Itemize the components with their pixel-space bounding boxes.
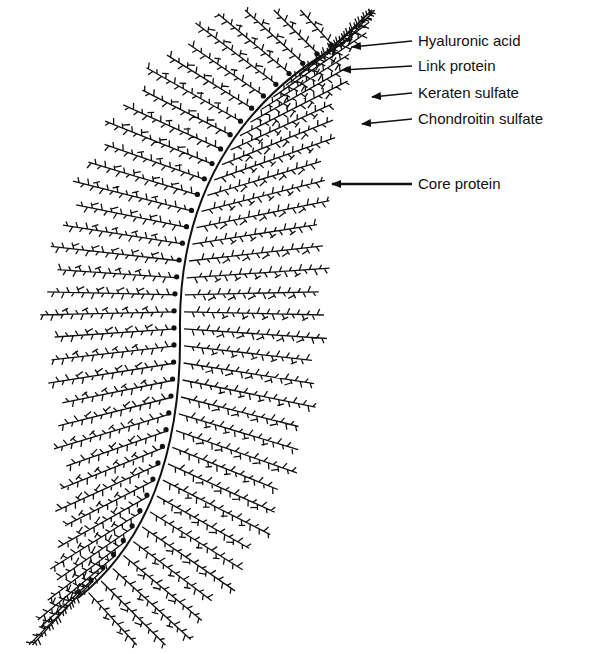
link-protein-dot	[166, 410, 171, 415]
core-protein-chain	[142, 86, 232, 136]
core-protein-chain	[26, 581, 93, 646]
core-protein-chain	[40, 306, 176, 320]
link-protein-dot	[163, 427, 168, 432]
link-protein-dot	[89, 577, 94, 582]
link-protein-dot	[144, 493, 149, 498]
core-protein-chain	[105, 118, 214, 165]
link-protein-dot	[100, 565, 105, 570]
core-protein-chain	[202, 177, 325, 214]
core-protein-chain	[183, 379, 317, 412]
link-protein-dot	[130, 523, 135, 528]
core-protein-chain	[63, 222, 184, 247]
link-protein-dot	[249, 106, 254, 111]
core-protein-chain	[167, 51, 254, 109]
core-protein-chain	[189, 243, 323, 265]
link-protein-dot	[170, 376, 175, 381]
link-protein-dot	[180, 241, 185, 246]
core-protein-chain	[207, 159, 321, 197]
core-protein-chain	[184, 343, 312, 365]
core-protein-chain	[66, 429, 168, 471]
link-protein-dots	[76, 43, 334, 595]
core-protein-chain	[299, 9, 373, 75]
link-protein-dot	[218, 146, 223, 151]
core-protein-chain	[192, 219, 317, 247]
label-text: Chondroitin sulfate	[418, 110, 543, 128]
core-protein-chain	[55, 324, 176, 342]
leader-line	[342, 66, 412, 70]
link-protein-dot	[209, 161, 214, 166]
core-protein-chain	[57, 264, 178, 283]
core-protein-chain	[240, 78, 349, 136]
core-protein-chain	[30, 593, 81, 645]
link-protein-dot	[189, 208, 194, 213]
link-protein-dot	[76, 589, 81, 594]
link-protein-dot	[172, 291, 177, 296]
core-protein-chain	[54, 413, 171, 451]
link-protein-dot	[150, 477, 155, 482]
link-protein-dot	[137, 508, 142, 513]
link-protein-dot	[172, 308, 177, 313]
core-protein-chain	[47, 287, 177, 301]
core-protein-chain	[188, 41, 265, 97]
link-protein-dot	[228, 132, 233, 137]
link-protein-dot	[155, 460, 160, 465]
link-protein-dot	[174, 274, 179, 279]
core-protein-chain	[123, 103, 222, 150]
leader-line	[372, 93, 412, 97]
core-protein-chain	[133, 541, 213, 600]
core-protein-chain	[184, 325, 327, 344]
link-protein-dot	[273, 82, 278, 87]
core-protein-chain	[274, 9, 319, 55]
leader-line	[362, 119, 412, 124]
leader-line	[332, 183, 412, 186]
core-protein-chain	[58, 496, 149, 547]
link-protein-dot	[171, 342, 176, 347]
core-protein-chain	[36, 555, 116, 621]
link-protein-dot	[238, 119, 243, 124]
core-protein-chain	[181, 396, 299, 431]
core-protein-chain	[286, 22, 369, 85]
link-protein-dot	[300, 61, 305, 66]
leader-lines	[332, 41, 412, 184]
core-protein-chain	[273, 33, 367, 97]
link-protein-dot	[111, 552, 116, 557]
link-protein-dot	[202, 176, 207, 181]
label-text: Core protein	[418, 175, 501, 193]
core-protein-chain	[146, 63, 242, 123]
link-protein-dot	[168, 393, 173, 398]
core-protein-chain	[105, 142, 207, 180]
leader-line	[352, 41, 412, 47]
label-text: Hyaluronic acid	[418, 32, 521, 50]
core-protein-chain	[87, 159, 199, 196]
core-protein-chain	[187, 264, 330, 283]
core-protein-chain	[185, 286, 319, 300]
label-text: Keraten sulfate	[418, 84, 519, 102]
link-protein-dot	[195, 192, 200, 197]
core-protein-chain	[62, 377, 174, 407]
link-protein-dot	[329, 43, 334, 48]
hyaluronic-acid-backbone	[78, 42, 345, 598]
core-protein-chain	[58, 394, 173, 431]
core-protein-chain	[184, 306, 324, 320]
link-protein-dot	[177, 257, 182, 262]
core-protein-chain	[52, 341, 176, 365]
label-text: Link protein	[418, 57, 496, 75]
core-protein-chain	[73, 177, 194, 212]
link-protein-dot	[286, 71, 291, 76]
core-protein-chain	[251, 65, 349, 122]
link-protein-dot	[160, 444, 165, 449]
core-protein-chain	[51, 242, 181, 264]
core-protein-chain	[89, 593, 137, 648]
link-protein-dot	[121, 538, 126, 543]
link-protein-dot	[171, 359, 176, 364]
core-protein-chain	[168, 464, 275, 513]
link-protein-dot	[184, 224, 189, 229]
link-protein-dot	[314, 51, 319, 56]
link-protein-dot	[171, 325, 176, 330]
core-protein-chain	[176, 431, 297, 475]
core-protein-chain	[245, 7, 305, 64]
glycosaminoglycan-chains	[26, 7, 375, 648]
link-protein-dot	[261, 93, 266, 98]
